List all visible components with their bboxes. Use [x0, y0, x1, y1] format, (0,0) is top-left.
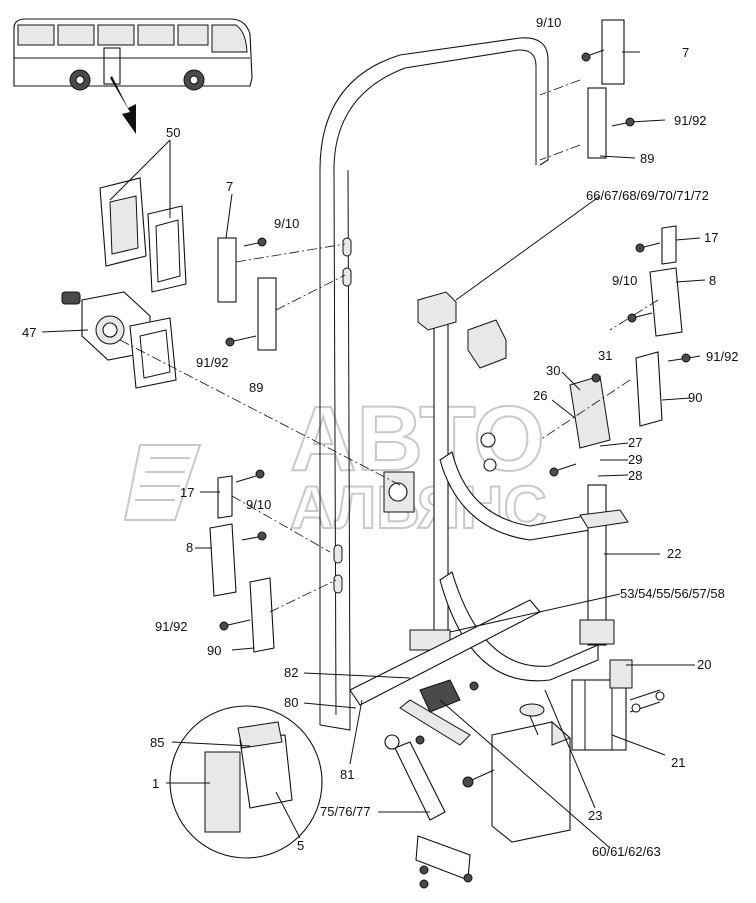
door-column	[409, 291, 599, 682]
label-7-left: 7	[226, 179, 233, 194]
watermark: АВТО АЛЬЯНС	[123, 387, 548, 542]
label-17-left: 17	[180, 485, 194, 500]
label-47: 47	[22, 325, 36, 340]
label-90-right: 90	[688, 390, 702, 405]
label-20: 20	[697, 657, 711, 672]
cylinder-assembly	[571, 484, 665, 751]
label-8-left: 8	[186, 540, 193, 555]
door-frame	[319, 37, 549, 731]
label-91-92-low: 91/92	[155, 619, 188, 634]
lock-assembly	[61, 177, 187, 389]
label-21: 21	[671, 755, 685, 770]
label-82: 82	[284, 665, 298, 680]
label-22: 22	[667, 546, 681, 561]
label-9-10-top: 9/10	[536, 15, 561, 30]
alignment-lines	[119, 79, 659, 613]
control-unit	[491, 703, 571, 843]
label-53-58: 53/54/55/56/57/58	[620, 586, 725, 601]
label-8-right: 8	[709, 273, 716, 288]
bus-thumbnail-icon	[13, 18, 253, 134]
label-60-63: 60/61/62/63	[592, 844, 661, 859]
part-labels: 9/10 7 91/92 89 50 7 9/10 47 91/92 89 66…	[22, 15, 739, 859]
inset-detail	[169, 705, 323, 859]
label-91-92-top: 91/92	[674, 113, 707, 128]
label-91-92-left: 91/92	[196, 355, 229, 370]
label-9-10-left: 9/10	[274, 216, 299, 231]
label-31: 31	[598, 348, 612, 363]
label-26: 26	[533, 388, 547, 403]
label-30: 30	[546, 363, 560, 378]
label-7-top: 7	[682, 45, 689, 60]
bottom-rail	[349, 599, 541, 883]
label-90-low: 90	[207, 643, 221, 658]
label-27: 27	[628, 435, 642, 450]
label-17-right: 17	[704, 230, 718, 245]
label-85: 85	[150, 735, 164, 750]
label-50: 50	[166, 125, 180, 140]
label-91-92-right: 91/92	[706, 349, 739, 364]
leader-lines	[41, 51, 706, 849]
label-80: 80	[284, 695, 298, 710]
label-89-top: 89	[640, 151, 654, 166]
hinge-brackets	[209, 19, 683, 653]
label-28: 28	[628, 468, 642, 483]
label-29: 29	[628, 452, 642, 467]
label-75-77: 75/76/77	[320, 804, 371, 819]
label-5: 5	[297, 838, 304, 853]
label-9-10-mid: 9/10	[246, 497, 271, 512]
label-89-left: 89	[249, 380, 263, 395]
watermark-line1: АВТО	[290, 388, 545, 490]
label-81: 81	[340, 767, 354, 782]
label-66-72: 66/67/68/69/70/71/72	[586, 188, 709, 203]
watermark-logo-icon	[123, 444, 202, 521]
label-9-10-right: 9/10	[612, 273, 637, 288]
label-23: 23	[588, 808, 602, 823]
bolts	[219, 49, 691, 889]
label-1: 1	[152, 776, 159, 791]
